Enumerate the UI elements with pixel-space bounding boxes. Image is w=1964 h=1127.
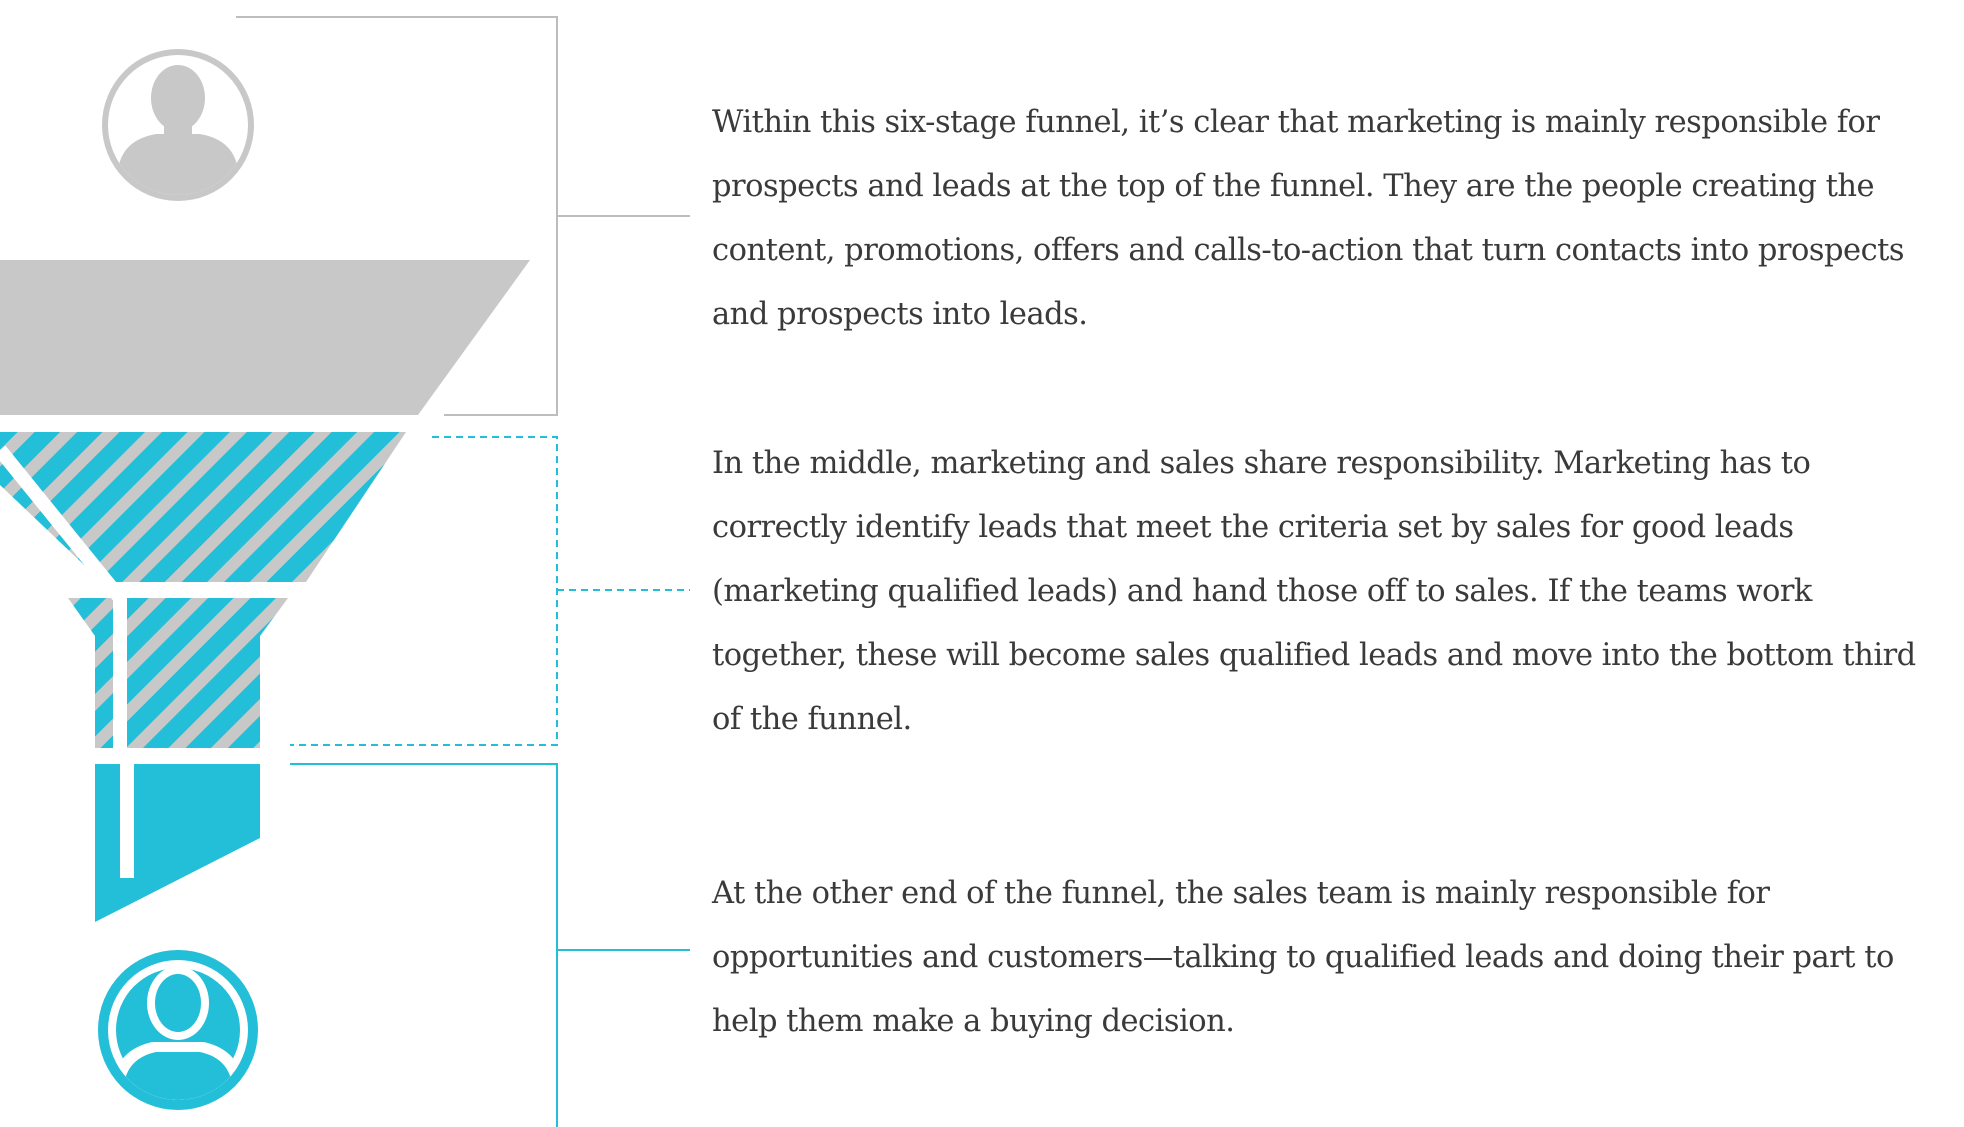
marketing-paragraph: Within this six-stage funnel, it’s clear… [712, 91, 1952, 347]
sales-paragraph: At the other end of the funnel, the sale… [712, 862, 1952, 1054]
paragraph-line: In the middle, marketing and sales share… [712, 446, 1811, 481]
shared-section [0, 432, 690, 880]
paragraph-line: (marketing qualified leads) and hand tho… [712, 574, 1812, 609]
sales-section [95, 763, 690, 1127]
paragraph-line: opportunities and customers—talking to q… [712, 940, 1894, 975]
paragraph-line: Within this six-stage funnel, it’s clear… [712, 105, 1880, 140]
paragraph-line: content, promotions, offers and calls-to… [712, 233, 1905, 268]
person-icon [98, 950, 258, 1110]
paragraph-line: At the other end of the funnel, the sale… [712, 876, 1770, 911]
sales-funnel-spout [95, 764, 260, 922]
marketing-section [0, 16, 690, 416]
paragraph-line: help them make a buying decision. [712, 1004, 1235, 1039]
paragraph-line: together, these will become sales qualif… [712, 638, 1916, 673]
shared-funnel-upper [0, 432, 406, 582]
paragraph-line: and prospects into leads. [712, 297, 1088, 332]
sales-bracket [290, 763, 558, 1127]
paragraph-line: of the funnel. [712, 702, 912, 737]
shared-paragraph: In the middle, marketing and sales share… [712, 432, 1952, 752]
marketing-funnel-band [0, 260, 530, 415]
paragraph-line: prospects and leads at the top of the fu… [712, 169, 1875, 204]
paragraph-line: correctly identify leads that meet the c… [712, 510, 1794, 545]
shared-funnel-neck [68, 598, 288, 748]
person-icon [102, 49, 254, 201]
